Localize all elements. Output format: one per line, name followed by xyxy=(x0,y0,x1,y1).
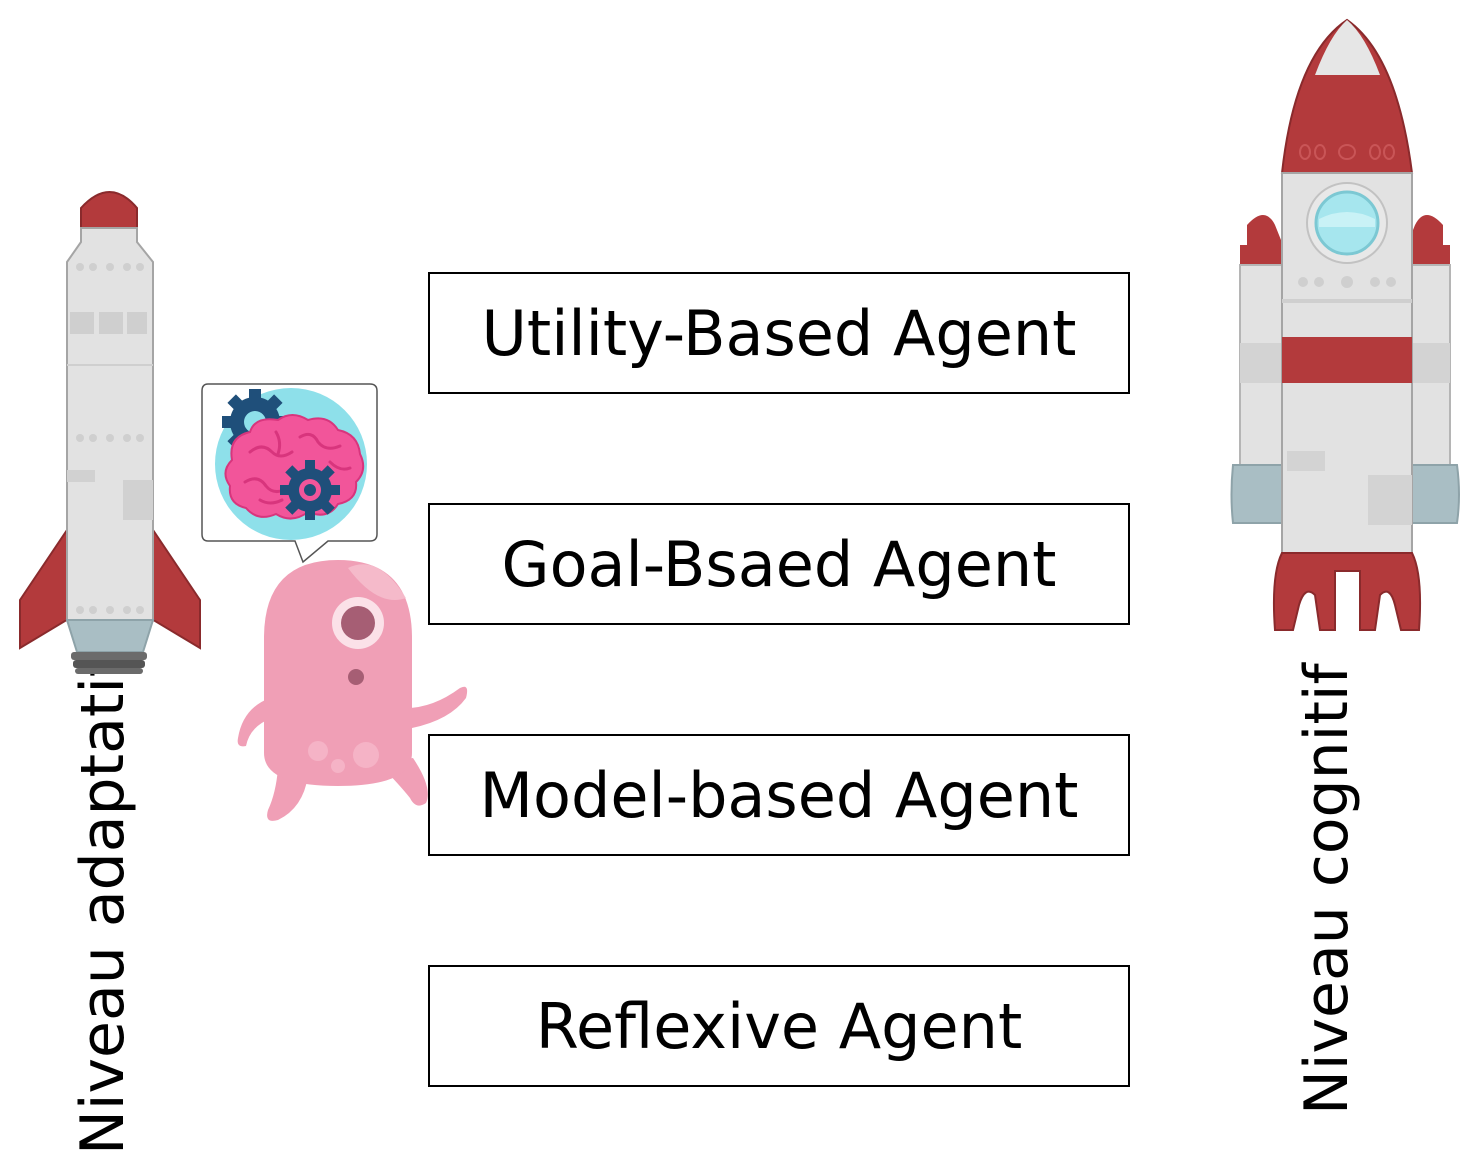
reflexive-agent-label: Reflexive Agent xyxy=(535,989,1023,1063)
model-based-agent-box: Model-based Agent xyxy=(428,734,1130,856)
big-rocket-icon xyxy=(1230,18,1460,631)
thought-bubble xyxy=(201,383,378,564)
brain-gears-icon xyxy=(215,388,367,540)
utility-based-agent-box: Utility-Based Agent xyxy=(428,272,1130,394)
right-axis-label: Niveau cognitif xyxy=(1292,663,1362,1115)
utility-based-agent-label: Utility-Based Agent xyxy=(481,296,1077,370)
model-based-agent-label: Model-based Agent xyxy=(479,758,1079,832)
left-axis-label: Niveau adaptatif xyxy=(68,655,138,1155)
goal-based-agent-label: Goal-Bsaed Agent xyxy=(501,527,1057,601)
reflexive-agent-box: Reflexive Agent xyxy=(428,965,1130,1087)
pink-monster-icon xyxy=(237,560,468,821)
small-rocket-icon xyxy=(19,191,201,674)
goal-based-agent-box: Goal-Bsaed Agent xyxy=(428,503,1130,625)
